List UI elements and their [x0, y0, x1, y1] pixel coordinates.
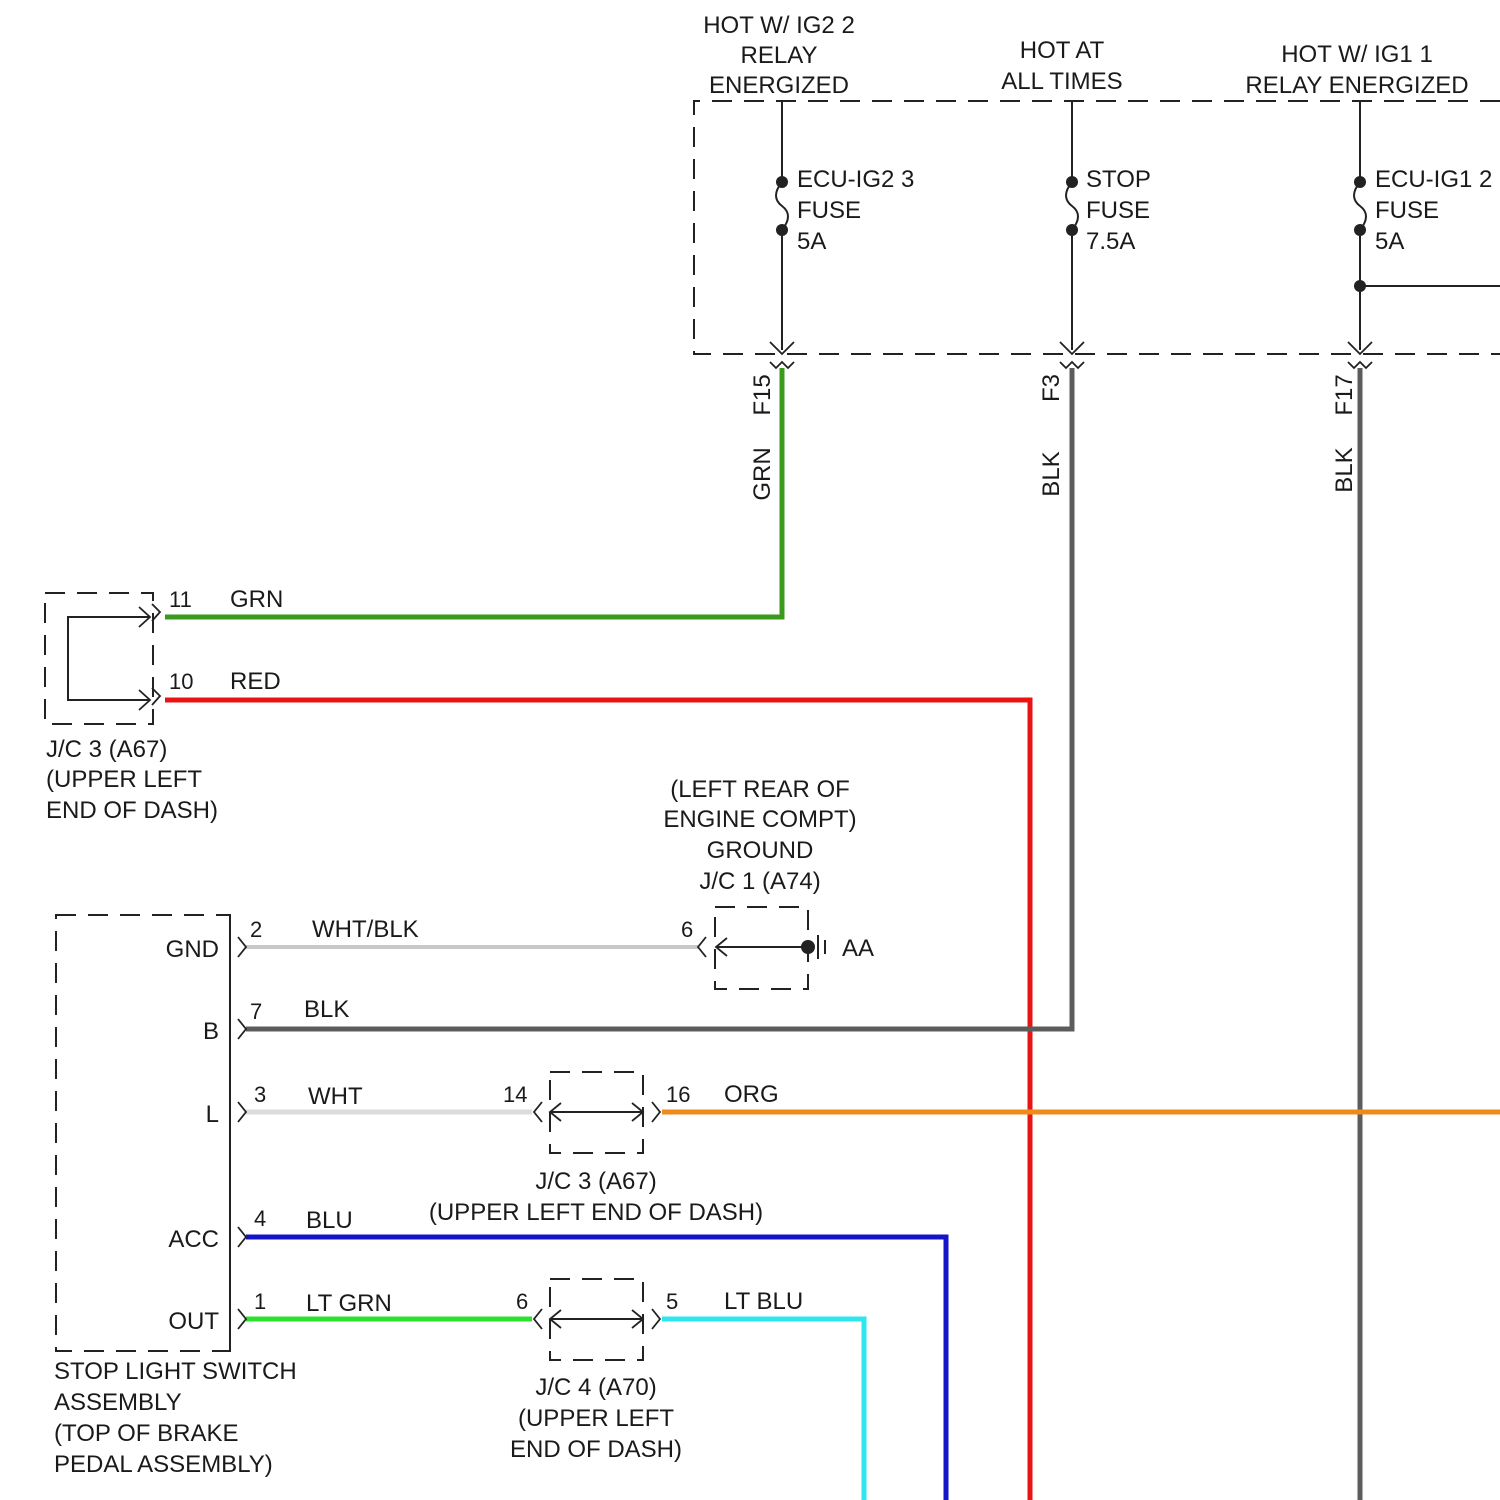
fuse-icon	[1354, 176, 1366, 236]
fuse-type: FUSE	[1375, 197, 1439, 224]
pin-number: 14	[503, 1082, 527, 1107]
switch-terminal-gnd[interactable]: GND 2 WHT/BLK	[166, 916, 419, 963]
switch-terminal-acc[interactable]: ACC 4 BLU	[168, 1206, 352, 1253]
fuse-ecu-ig2-3-label: ECU-IG2 3 FUSE 5A	[797, 166, 914, 255]
terminal-name: L	[206, 1101, 219, 1128]
wire-color-label: GRN	[749, 447, 776, 500]
ground-label: (LEFT REAR OF	[670, 776, 850, 803]
junction-connector-jc3-top: 11 GRN 10 RED J/C 3 (A67) (UPPER LEFT EN…	[45, 586, 283, 824]
pin-number: 2	[250, 917, 262, 942]
terminal-name: ACC	[168, 1226, 219, 1253]
ground-label: GROUND	[707, 837, 814, 864]
wire-color-label: WHT/BLK	[312, 916, 419, 943]
wire-lt-blu-5[interactable]	[662, 1319, 864, 1500]
fuse-rating: 5A	[1375, 228, 1404, 255]
wire-color-label: ORG	[724, 1081, 779, 1108]
pin-number: 3	[254, 1082, 266, 1107]
wire-color-label: GRN	[230, 586, 283, 613]
pin-number: 7	[250, 999, 262, 1024]
fuse-rating: 5A	[797, 228, 826, 255]
switch-terminal-b[interactable]: B 7 BLK	[203, 996, 349, 1045]
connector-pin-icon	[238, 1227, 246, 1247]
pin-number: 10	[169, 669, 193, 694]
ground-label: ENGINE COMPT)	[663, 806, 856, 833]
connector-pin-icon	[238, 1102, 246, 1122]
fuse-stop-label: STOP FUSE 7.5A	[1086, 166, 1151, 255]
fuse-ecu-ig1-2-label: ECU-IG1 2 FUSE 5A	[1375, 166, 1492, 255]
wire-color-label: WHT	[308, 1083, 363, 1110]
connector-label: END OF DASH)	[510, 1436, 682, 1463]
power-source-label: ALL TIMES	[1001, 68, 1122, 95]
junction-connector-jc3-mid: 14 16 ORG J/C 3 (A67) (UPPER LEFT END OF…	[429, 1072, 779, 1226]
arrow-icon	[139, 604, 160, 710]
internal-jumper	[68, 617, 150, 700]
terminal-name: OUT	[168, 1308, 219, 1335]
terminal-label: F17	[1331, 374, 1358, 415]
fuse-name: STOP	[1086, 166, 1151, 193]
terminal-label: F3	[1038, 374, 1065, 402]
power-source-label: HOT W/ IG1 1	[1281, 41, 1433, 68]
junction-connector-jc4: 6 5 LT BLU J/C 4 (A70) (UPPER LEFT END O…	[510, 1279, 803, 1463]
power-source-label: ENERGIZED	[709, 72, 849, 99]
connector-pin-icon	[238, 1309, 246, 1329]
wire-color-label: BLU	[306, 1207, 353, 1234]
power-source-label: RELAY ENERGIZED	[1245, 72, 1468, 99]
ground-label: J/C 1 (A74)	[699, 868, 820, 895]
power-source-ig1: HOT W/ IG1 1 RELAY ENERGIZED	[1245, 41, 1468, 99]
wire-color-label: BLK	[1331, 447, 1358, 492]
pin-number: 11	[169, 587, 192, 612]
switch-terminal-out[interactable]: OUT 1 LT GRN	[168, 1289, 391, 1335]
ground-connector-jc1: (LEFT REAR OF ENGINE COMPT) GROUND J/C 1…	[663, 776, 874, 989]
fuse-name: ECU-IG2 3	[797, 166, 914, 193]
connector-label: (UPPER LEFT	[46, 766, 202, 793]
ground-point-dot	[801, 940, 815, 954]
wire-color-label: BLK	[304, 996, 349, 1023]
switch-outline	[56, 915, 230, 1351]
fuse-icon	[776, 176, 788, 236]
ground-icon	[818, 935, 825, 959]
wire-color-label: LT BLU	[724, 1288, 803, 1315]
splice-dot	[1354, 280, 1366, 292]
power-source-label: RELAY	[741, 42, 818, 69]
pin-number: 6	[681, 917, 693, 942]
switch-label: ASSEMBLY	[54, 1389, 182, 1416]
stop-light-switch-assembly: GND 2 WHT/BLK B 7 BLK L 3 WHT ACC 4 BLU …	[54, 915, 419, 1478]
connector-label: J/C 4 (A70)	[535, 1374, 656, 1401]
power-source-battery: HOT AT ALL TIMES	[1001, 37, 1122, 95]
terminal-name: GND	[166, 936, 219, 963]
connector-label: (UPPER LEFT END OF DASH)	[429, 1199, 763, 1226]
pin-number: 5	[666, 1289, 678, 1314]
fuse-type: FUSE	[797, 197, 861, 224]
connector-label: (UPPER LEFT	[518, 1405, 674, 1432]
pin-number: 1	[254, 1289, 266, 1314]
fuse-rating: 7.5A	[1086, 228, 1135, 255]
power-source-label: HOT W/ IG2 2	[703, 12, 855, 39]
fuse-name: ECU-IG1 2	[1375, 166, 1492, 193]
wire-color-label: LT GRN	[306, 1290, 392, 1317]
switch-label: PEDAL ASSEMBLY)	[54, 1451, 273, 1478]
connector-label: J/C 3 (A67)	[46, 736, 167, 763]
terminal-label: F15	[749, 374, 776, 415]
switch-label: STOP LIGHT SWITCH	[54, 1358, 297, 1385]
fuse-icon	[1066, 176, 1078, 236]
switch-label: (TOP OF BRAKE	[54, 1420, 239, 1447]
power-source-ig2: HOT W/ IG2 2 RELAY ENERGIZED	[703, 12, 855, 99]
connector-pin-icon	[698, 937, 706, 957]
wire-grn-f15[interactable]	[165, 368, 782, 617]
connector-label: J/C 3 (A67)	[535, 1168, 656, 1195]
connector-label: END OF DASH)	[46, 797, 218, 824]
connector-outline	[45, 593, 153, 724]
ground-point-label: AA	[842, 935, 874, 962]
pin-number: 6	[516, 1289, 528, 1314]
wire-color-label: RED	[230, 668, 281, 695]
pin-number: 16	[666, 1082, 690, 1107]
connector-pin-icon	[238, 937, 246, 957]
connector-pin-icon	[238, 1019, 246, 1039]
wire-color-label: BLK	[1038, 451, 1065, 496]
power-source-label: HOT AT	[1020, 37, 1105, 64]
terminal-name: B	[203, 1018, 219, 1045]
fuse-type: FUSE	[1086, 197, 1150, 224]
pin-number: 4	[254, 1206, 266, 1231]
